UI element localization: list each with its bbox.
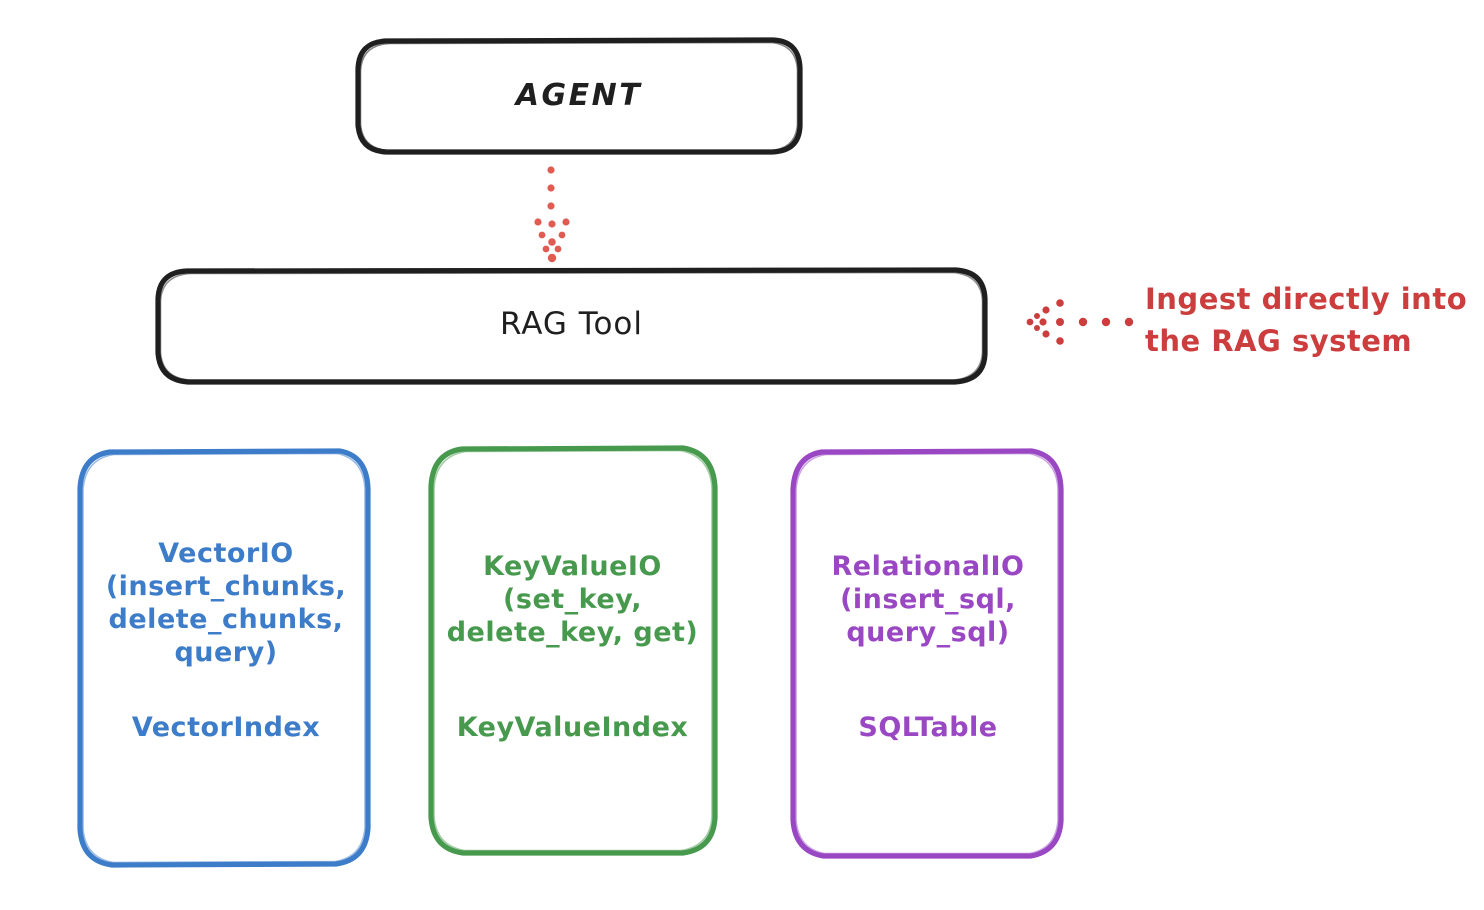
relational-io-node[interactable] (790, 448, 1064, 859)
rag-tool-box-outline-sketch (159, 271, 984, 381)
rag-tool-node[interactable] (155, 267, 988, 385)
keyvalue-io-box-outline-sketch (433, 449, 713, 852)
agent-box-outline-sketch (359, 41, 799, 152)
keyvalue-io-box-outline (428, 445, 718, 856)
ingest-connector (1026, 299, 1134, 345)
vector-io-node[interactable] (77, 448, 371, 868)
agent-box-outline (355, 37, 803, 155)
vector-io-box-outline-sketch (82, 452, 366, 864)
keyvalue-io-node[interactable] (428, 445, 718, 856)
agent-node[interactable] (355, 37, 803, 155)
relational-io-box-outline-sketch (795, 452, 1059, 855)
rag-tool-box-outline (155, 267, 988, 385)
vector-io-box-outline (77, 448, 371, 868)
agent-to-rag-connector (534, 166, 570, 263)
relational-io-box-outline (790, 448, 1064, 859)
